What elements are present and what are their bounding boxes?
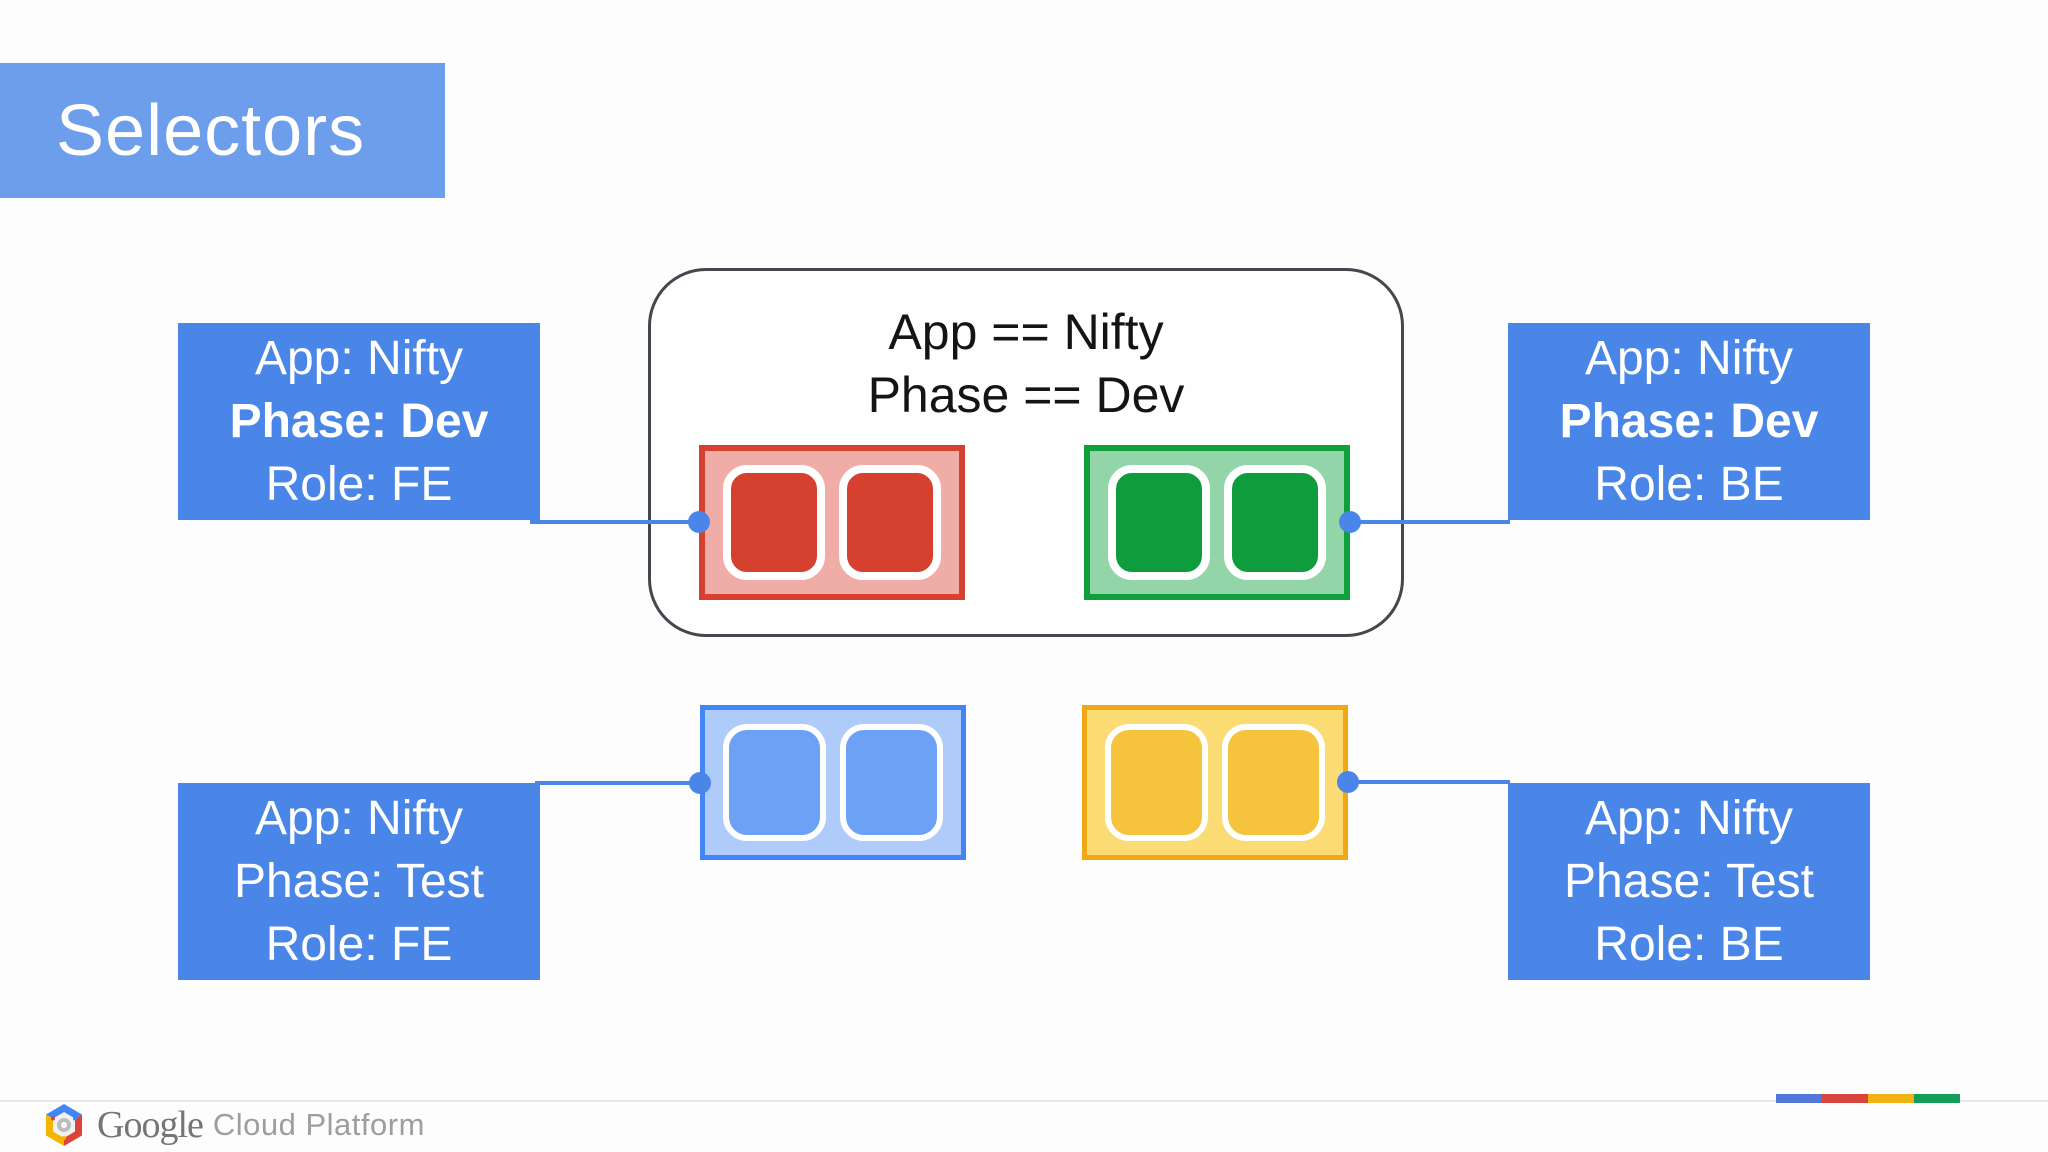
pod-group-test-fe xyxy=(700,705,966,860)
label-line: App: Nifty xyxy=(1584,332,1794,385)
label-line: Phase: Test xyxy=(1564,855,1814,908)
selector-expression-line1: App == Nifty xyxy=(888,304,1164,360)
connector-dot-test-fe xyxy=(689,772,711,794)
pod xyxy=(723,465,825,580)
pod-group-dev-be xyxy=(1084,445,1350,600)
label-line: Phase: Dev xyxy=(229,395,489,448)
selector-label-test-be: App: Nifty Phase: Test Role: BE xyxy=(1508,783,1870,980)
connector-dot-dev-be xyxy=(1339,511,1361,533)
slide-title-box: Selectors xyxy=(0,63,445,198)
footer-divider xyxy=(0,1100,2048,1102)
brand-bar-segment-blue xyxy=(1776,1094,1822,1103)
selector-expression-line2: Phase == Dev xyxy=(867,367,1185,423)
google-wordmark: Google xyxy=(97,1104,204,1146)
connector-dot-test-be xyxy=(1337,771,1359,793)
brand-color-bar xyxy=(1776,1094,1960,1103)
gcp-logo: Google Cloud Platform xyxy=(45,1101,425,1149)
connector-dot-dev-fe xyxy=(688,511,710,533)
pod-group-dev-fe xyxy=(699,445,965,600)
selector-label-dev-be: App: Nifty Phase: Dev Role: BE xyxy=(1508,323,1870,520)
connector-line-dev-fe xyxy=(530,520,700,524)
pod xyxy=(840,724,943,841)
selector-label-test-fe: App: Nifty Phase: Test Role: FE xyxy=(178,783,540,980)
connector-line-dev-be xyxy=(1350,520,1510,524)
selector-expression: App == Nifty Phase == Dev xyxy=(651,301,1401,427)
label-line: Phase: Test xyxy=(234,855,484,908)
connector-line-test-be xyxy=(1348,780,1510,784)
pod xyxy=(1222,724,1325,841)
pod xyxy=(839,465,941,580)
label-line: Role: FE xyxy=(265,918,453,971)
label-line: Role: FE xyxy=(265,458,453,511)
brand-bar-segment-yellow xyxy=(1868,1094,1914,1103)
pod xyxy=(1105,724,1208,841)
label-line: App: Nifty xyxy=(254,792,464,845)
pod xyxy=(1108,465,1210,580)
brand-bar-segment-green xyxy=(1914,1094,1960,1103)
cloud-platform-wordmark: Cloud Platform xyxy=(212,1107,425,1142)
label-line: Role: BE xyxy=(1594,458,1784,511)
label-line: App: Nifty xyxy=(254,332,464,385)
slide-title: Selectors xyxy=(56,90,366,171)
brand-bar-segment-red xyxy=(1822,1094,1868,1103)
pod-group-test-be xyxy=(1082,705,1348,860)
label-line: Role: BE xyxy=(1594,918,1784,971)
selector-label-dev-fe: App: Nifty Phase: Dev Role: FE xyxy=(178,323,540,520)
pod xyxy=(723,724,826,841)
gcp-hexagon-icon xyxy=(46,1104,82,1146)
pod xyxy=(1224,465,1326,580)
connector-line-test-fe xyxy=(535,781,700,785)
label-line: App: Nifty xyxy=(1584,792,1794,845)
label-line: Phase: Dev xyxy=(1559,395,1819,448)
